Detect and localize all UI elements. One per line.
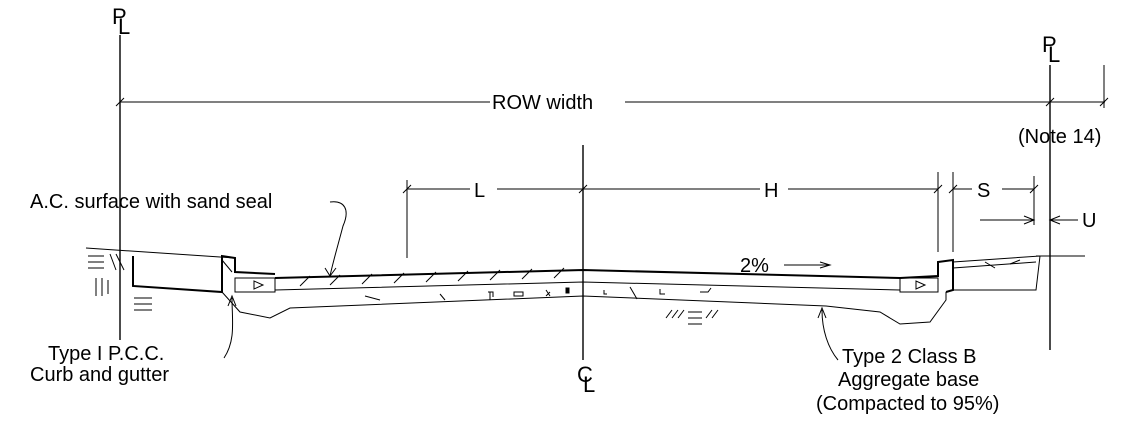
- property-line-right: P L: [1042, 32, 1060, 350]
- dim-l-label: L: [474, 180, 485, 202]
- road-section: [85, 247, 1085, 325]
- note-14-label: (Note 14): [1018, 126, 1101, 148]
- curb-label-line1: Type I P.C.C.: [48, 343, 164, 365]
- base-label-line2: Aggregate base: [838, 369, 979, 391]
- property-line-left: P L: [112, 4, 130, 340]
- base-callout: Type 2 Class B Aggregate base (Compacted…: [816, 306, 999, 415]
- slope-annotation: 2%: [740, 255, 832, 277]
- slope-label: 2%: [740, 255, 769, 277]
- surface-callout: A.C. surface with sand seal: [30, 191, 347, 277]
- property-line-left-sub: L: [118, 14, 130, 39]
- surface-hatch: [299, 267, 565, 287]
- dim-s-label: S: [977, 180, 990, 202]
- ground-hatch-left: [88, 253, 152, 311]
- base-label-line1: Type 2 Class B: [842, 346, 977, 368]
- dim-h-label: H: [764, 180, 778, 202]
- dim-u-label: U: [1082, 210, 1096, 232]
- property-line-right-label: P: [1042, 32, 1057, 57]
- centerline-label: C: [577, 362, 593, 387]
- curb-callout: Type I P.C.C. Curb and gutter: [30, 294, 237, 386]
- row-width-dimension: ROW width (Note 14): [115, 65, 1109, 148]
- property-line-left-label: P: [112, 4, 127, 29]
- lane-dimensions: L H S: [402, 172, 1039, 258]
- aggregate-marks: [364, 286, 719, 325]
- row-width-label: ROW width: [492, 92, 593, 114]
- base-label-line3: (Compacted to 95%): [816, 393, 999, 415]
- centerline: C L: [577, 145, 595, 397]
- curb-label-line2: Curb and gutter: [30, 364, 169, 386]
- property-line-right-sub: L: [1048, 42, 1060, 67]
- u-dimension: U: [980, 210, 1096, 232]
- surface-label: A.C. surface with sand seal: [30, 191, 272, 213]
- centerline-sub: L: [583, 372, 595, 397]
